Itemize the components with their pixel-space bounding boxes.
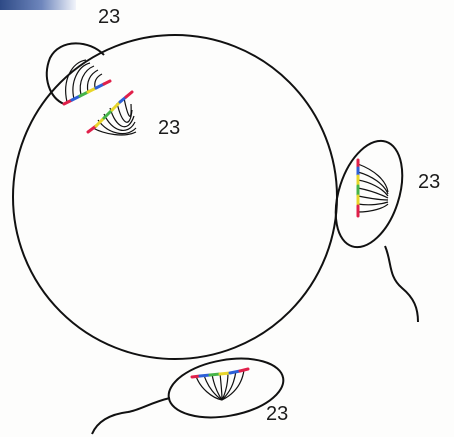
egg-nucleus-spindle (93, 98, 136, 135)
sperm-right-spindle (358, 164, 388, 212)
polar-body-chromosome-plate (64, 81, 110, 104)
polar-body (47, 43, 104, 104)
sperm-bottom-chromosome-count: 23 (266, 404, 288, 424)
egg-cell (13, 35, 337, 359)
sperm-tail-right (385, 246, 418, 322)
sperm-tail-bottom (92, 398, 170, 434)
sperm-right-chromosome-count: 23 (418, 172, 440, 192)
egg-nucleus-chromosome-plate (88, 92, 132, 132)
egg-chromosome-count: 23 (158, 118, 180, 138)
polar-body-chromosome-count: 23 (98, 7, 120, 27)
sperm-head-right (323, 132, 414, 255)
